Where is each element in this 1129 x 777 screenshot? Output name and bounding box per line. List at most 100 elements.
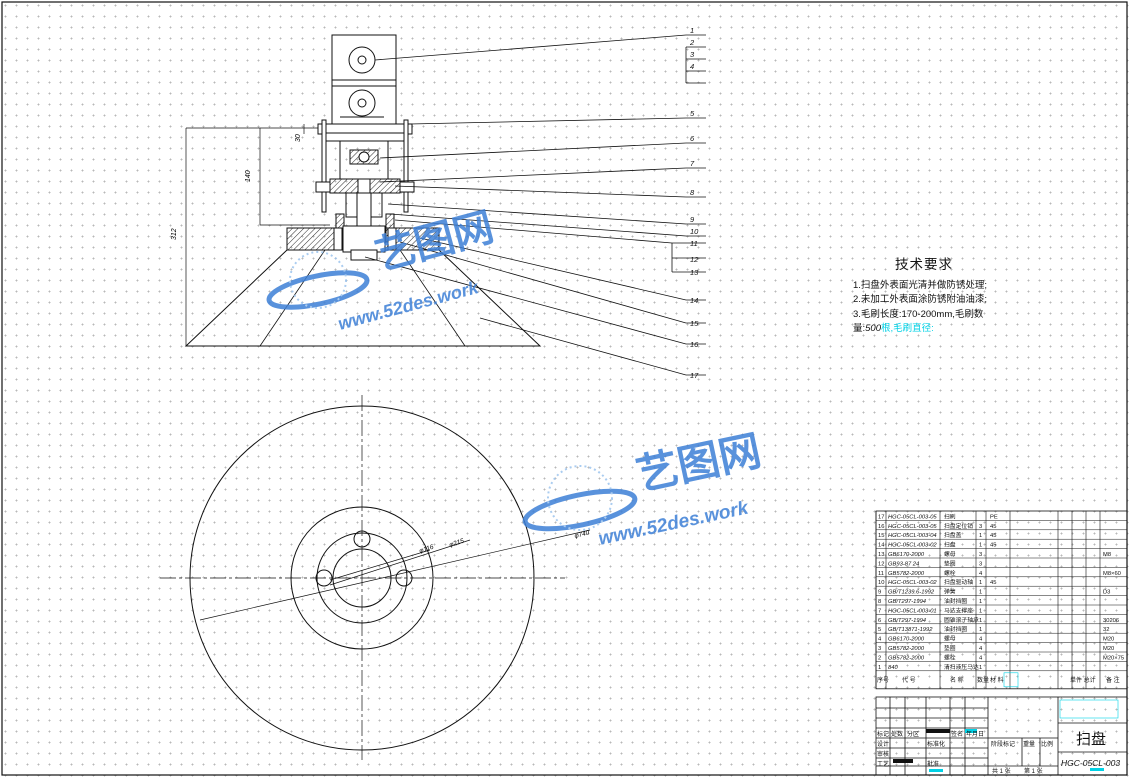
bom-code: GB5782-2000 — [888, 646, 925, 652]
watermark-1: 艺图网 www.52des.work — [266, 205, 498, 334]
bom-qty: 1 — [979, 590, 982, 596]
svg-text:11: 11 — [690, 239, 698, 248]
bom-name: 螺栓 — [944, 569, 956, 577]
bom-note: M20 — [1103, 637, 1114, 643]
bom-name: 扫盘驱动轴 — [944, 578, 973, 586]
bom-code: 840 — [888, 665, 898, 671]
bom-note: 30206 — [1103, 618, 1119, 624]
bom-code: GB/T1239.6-1992 — [888, 590, 935, 596]
bom-header-cell: 备 注 — [1106, 676, 1120, 684]
svg-text:分区: 分区 — [907, 730, 919, 738]
bom-code: HGC-05CL-003-01 — [888, 608, 937, 614]
bom-no: 9 — [878, 590, 881, 596]
bom-name: 扫盘 — [944, 541, 956, 549]
bom-qty: 4 — [979, 655, 983, 661]
bom-name: 扫盘盖 — [944, 531, 962, 539]
svg-text:处数: 处数 — [891, 730, 903, 738]
bom-note: D3 — [1103, 590, 1110, 596]
bom-qty: 4 — [979, 646, 983, 652]
dim-140: 140 — [245, 170, 252, 182]
bom-no: 7 — [878, 608, 881, 614]
bom-name: 螺栓 — [944, 653, 956, 661]
bom-material: 45 — [990, 580, 996, 586]
bom-header-cell: 代 号 — [902, 676, 916, 684]
svg-text:1: 1 — [690, 26, 694, 35]
bom-qty: 3 — [979, 552, 982, 558]
bom-name: 垫圈 — [944, 644, 956, 652]
svg-text:10: 10 — [690, 227, 699, 236]
bom-code: GB/T297-1994 — [888, 618, 926, 624]
bom-code: GB/T13871-1992 — [888, 627, 933, 633]
bom-name: 油封挡圈 — [944, 597, 967, 605]
dim-phi215: φ215 — [448, 537, 465, 548]
watermark-url: www.52des.work — [336, 277, 482, 334]
tech-requirement-line-1: 1.扫盘外表面光清并做防锈处理; — [853, 279, 988, 291]
svg-text:14: 14 — [690, 296, 698, 305]
bom-code: GB6170-2000 — [888, 637, 925, 643]
bom-no: 13 — [878, 552, 884, 558]
callout-numbers: 1 2 3 4 5 6 7 8 9 10 11 12 13 14 15 16 1… — [689, 26, 699, 380]
top-view — [160, 395, 591, 760]
watermark-url: www.52des.work — [597, 497, 752, 550]
svg-text:4: 4 — [690, 62, 694, 71]
bom-code: HGC-05CL-003-02 — [888, 543, 937, 549]
bom-name: 弹簧 — [944, 588, 956, 596]
bom-note: M20 — [1103, 646, 1114, 652]
watermark-2: 艺图网 www.52des.work — [522, 427, 765, 550]
bom-header-cell: 材 料 — [990, 676, 1004, 684]
tech-requirement-line-3: 3.毛刷长度:170-200mm,毛刷数 — [853, 308, 984, 320]
bom-no: 6 — [878, 618, 881, 624]
bom-material: 45 — [990, 543, 996, 549]
bom-code: GB6170-2000 — [888, 552, 925, 558]
motor-body — [331, 34, 397, 132]
brush-bristles-outline — [184, 249, 542, 347]
svg-text:比例: 比例 — [1041, 740, 1053, 748]
svg-text:6: 6 — [690, 134, 695, 143]
bom-qty: 3 — [979, 524, 982, 530]
svg-text:5: 5 — [690, 109, 695, 118]
callout-leaders — [364, 34, 706, 376]
title-block-labels: 标记 处数 分区 签名 年月日 设计 标准化 阶段标记 重量 比例 审核 工艺 … — [877, 730, 1053, 775]
bom-note: M20×75 — [1103, 655, 1124, 661]
bom-qty: 1 — [979, 627, 982, 633]
svg-text:阶段标记: 阶段标记 — [991, 740, 1015, 748]
bom-material: PE — [990, 514, 998, 520]
svg-text:批准: 批准 — [927, 760, 939, 768]
bom-qty: 4 — [979, 637, 983, 643]
bom-name: 马达支撑座 — [944, 606, 973, 614]
dim-312: 312 — [171, 228, 178, 240]
bom-material: 45 — [990, 524, 996, 530]
svg-text:2: 2 — [689, 38, 695, 47]
tech-requirement-line-4: 量:500根,毛刷直径: — [853, 323, 934, 334]
bom-no: 10 — [878, 580, 884, 586]
bom-name: 垫圈 — [944, 559, 956, 567]
bom-qty: 3 — [979, 561, 982, 567]
bom-material: 45 — [990, 533, 996, 539]
bom-note: M8×60 — [1103, 571, 1121, 577]
bom-qty: 1 — [979, 665, 982, 671]
bom-qty: 1 — [979, 533, 982, 539]
watermark-brand: 艺图网 — [632, 427, 765, 499]
bom-no: 8 — [878, 599, 881, 605]
bom-code: HGC-05CL-003-04 — [888, 533, 937, 539]
bom-header-cell: 单件 总计 — [1070, 676, 1096, 684]
bom-qty: 1 — [979, 543, 982, 549]
svg-text:重量: 重量 — [1023, 740, 1035, 748]
bom-no: 15 — [878, 533, 884, 539]
tech-requirements-title: 技术要求 — [895, 257, 953, 272]
svg-text:7: 7 — [690, 159, 695, 168]
bom-name: 油封挡圈 — [944, 625, 967, 633]
svg-text:共 1 张: 共 1 张 — [992, 767, 1011, 775]
bom-note: 32 — [1103, 627, 1109, 633]
bom-no: 12 — [878, 561, 884, 567]
bom-code: GB/T297-1994 — [888, 599, 926, 605]
bom-header-cell: 序号 — [877, 676, 889, 684]
bom-no: 14 — [878, 543, 885, 549]
dim-phi740: φ740 — [574, 529, 591, 540]
svg-text:12: 12 — [690, 255, 699, 264]
bom-qty: 1 — [979, 599, 982, 605]
bom-header-cell: 名 称 — [950, 676, 964, 684]
bom-code: GB93-87 24 — [888, 561, 919, 567]
